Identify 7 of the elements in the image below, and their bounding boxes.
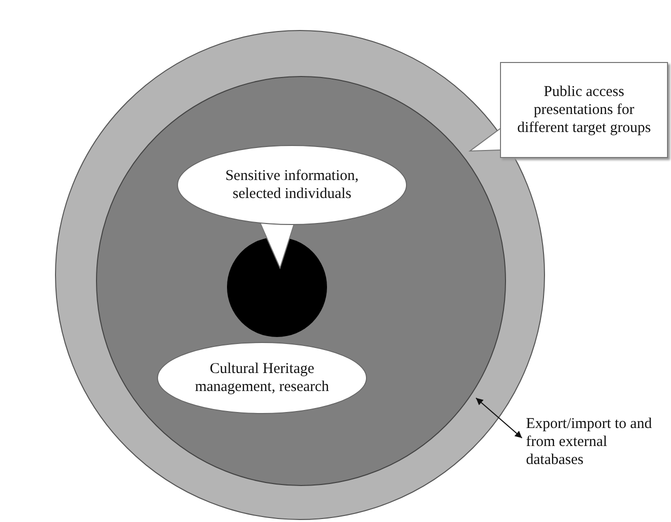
callout-tail xyxy=(468,128,502,152)
label-text: Sensitive information, selected individuals xyxy=(224,167,360,203)
annotation-text: Export/import to and from external databases xyxy=(525,415,653,469)
label-text: Public access presentations for different target groups xyxy=(516,83,652,137)
callout-box xyxy=(500,62,668,158)
label-text: Cultural Heritage management, research xyxy=(194,360,330,396)
arrow xyxy=(476,398,522,438)
